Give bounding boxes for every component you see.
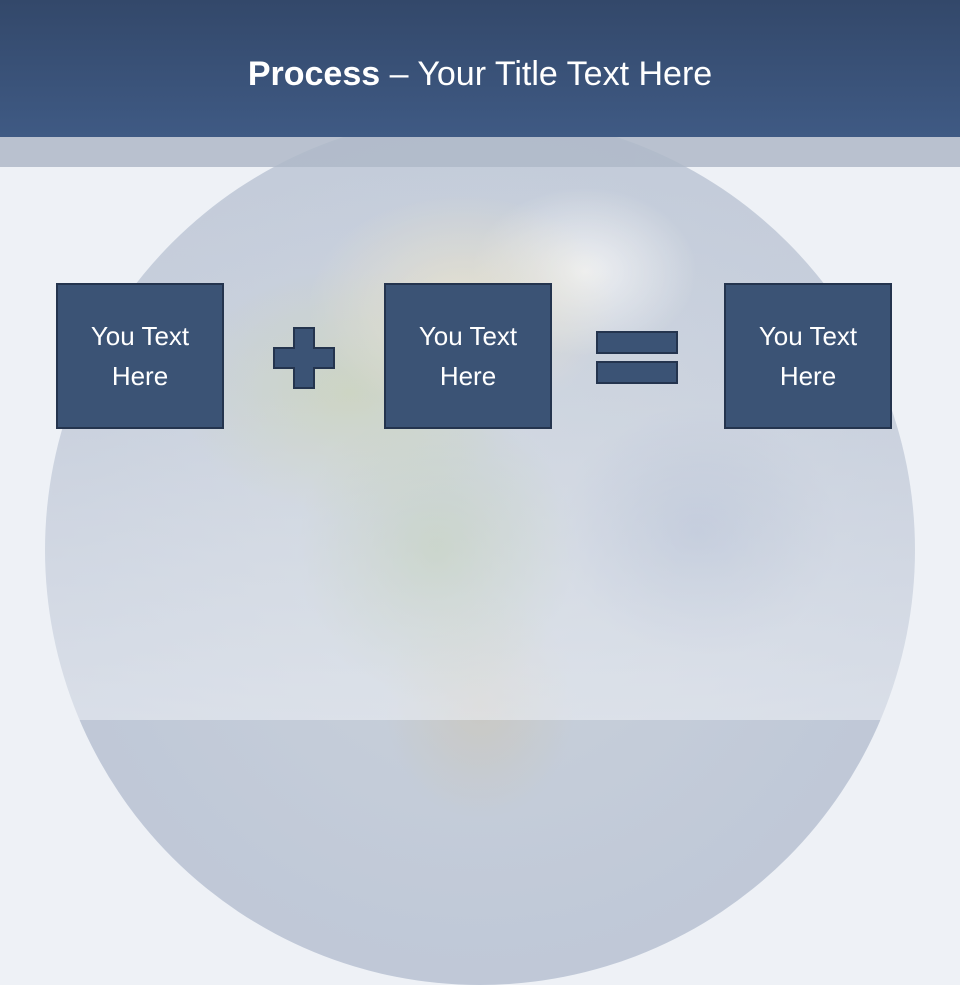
process-box-3-text: You Text Here <box>758 321 858 391</box>
slide-title: Process – Your Title Text Here <box>0 52 960 96</box>
process-box-2: You Text Here <box>384 283 552 429</box>
equals-icon <box>596 331 678 384</box>
plus-icon <box>273 327 335 389</box>
title-bar <box>0 0 960 137</box>
process-box-1-text: You Text Here <box>90 321 190 391</box>
process-box-2-text: You Text Here <box>418 321 518 391</box>
title-bold: Process <box>247 55 381 93</box>
process-box-3: You Text Here <box>724 283 892 429</box>
process-box-1: You Text Here <box>56 283 224 429</box>
title-rest: – Your Title Text Here <box>380 55 713 93</box>
title-accent-strip <box>0 137 960 167</box>
